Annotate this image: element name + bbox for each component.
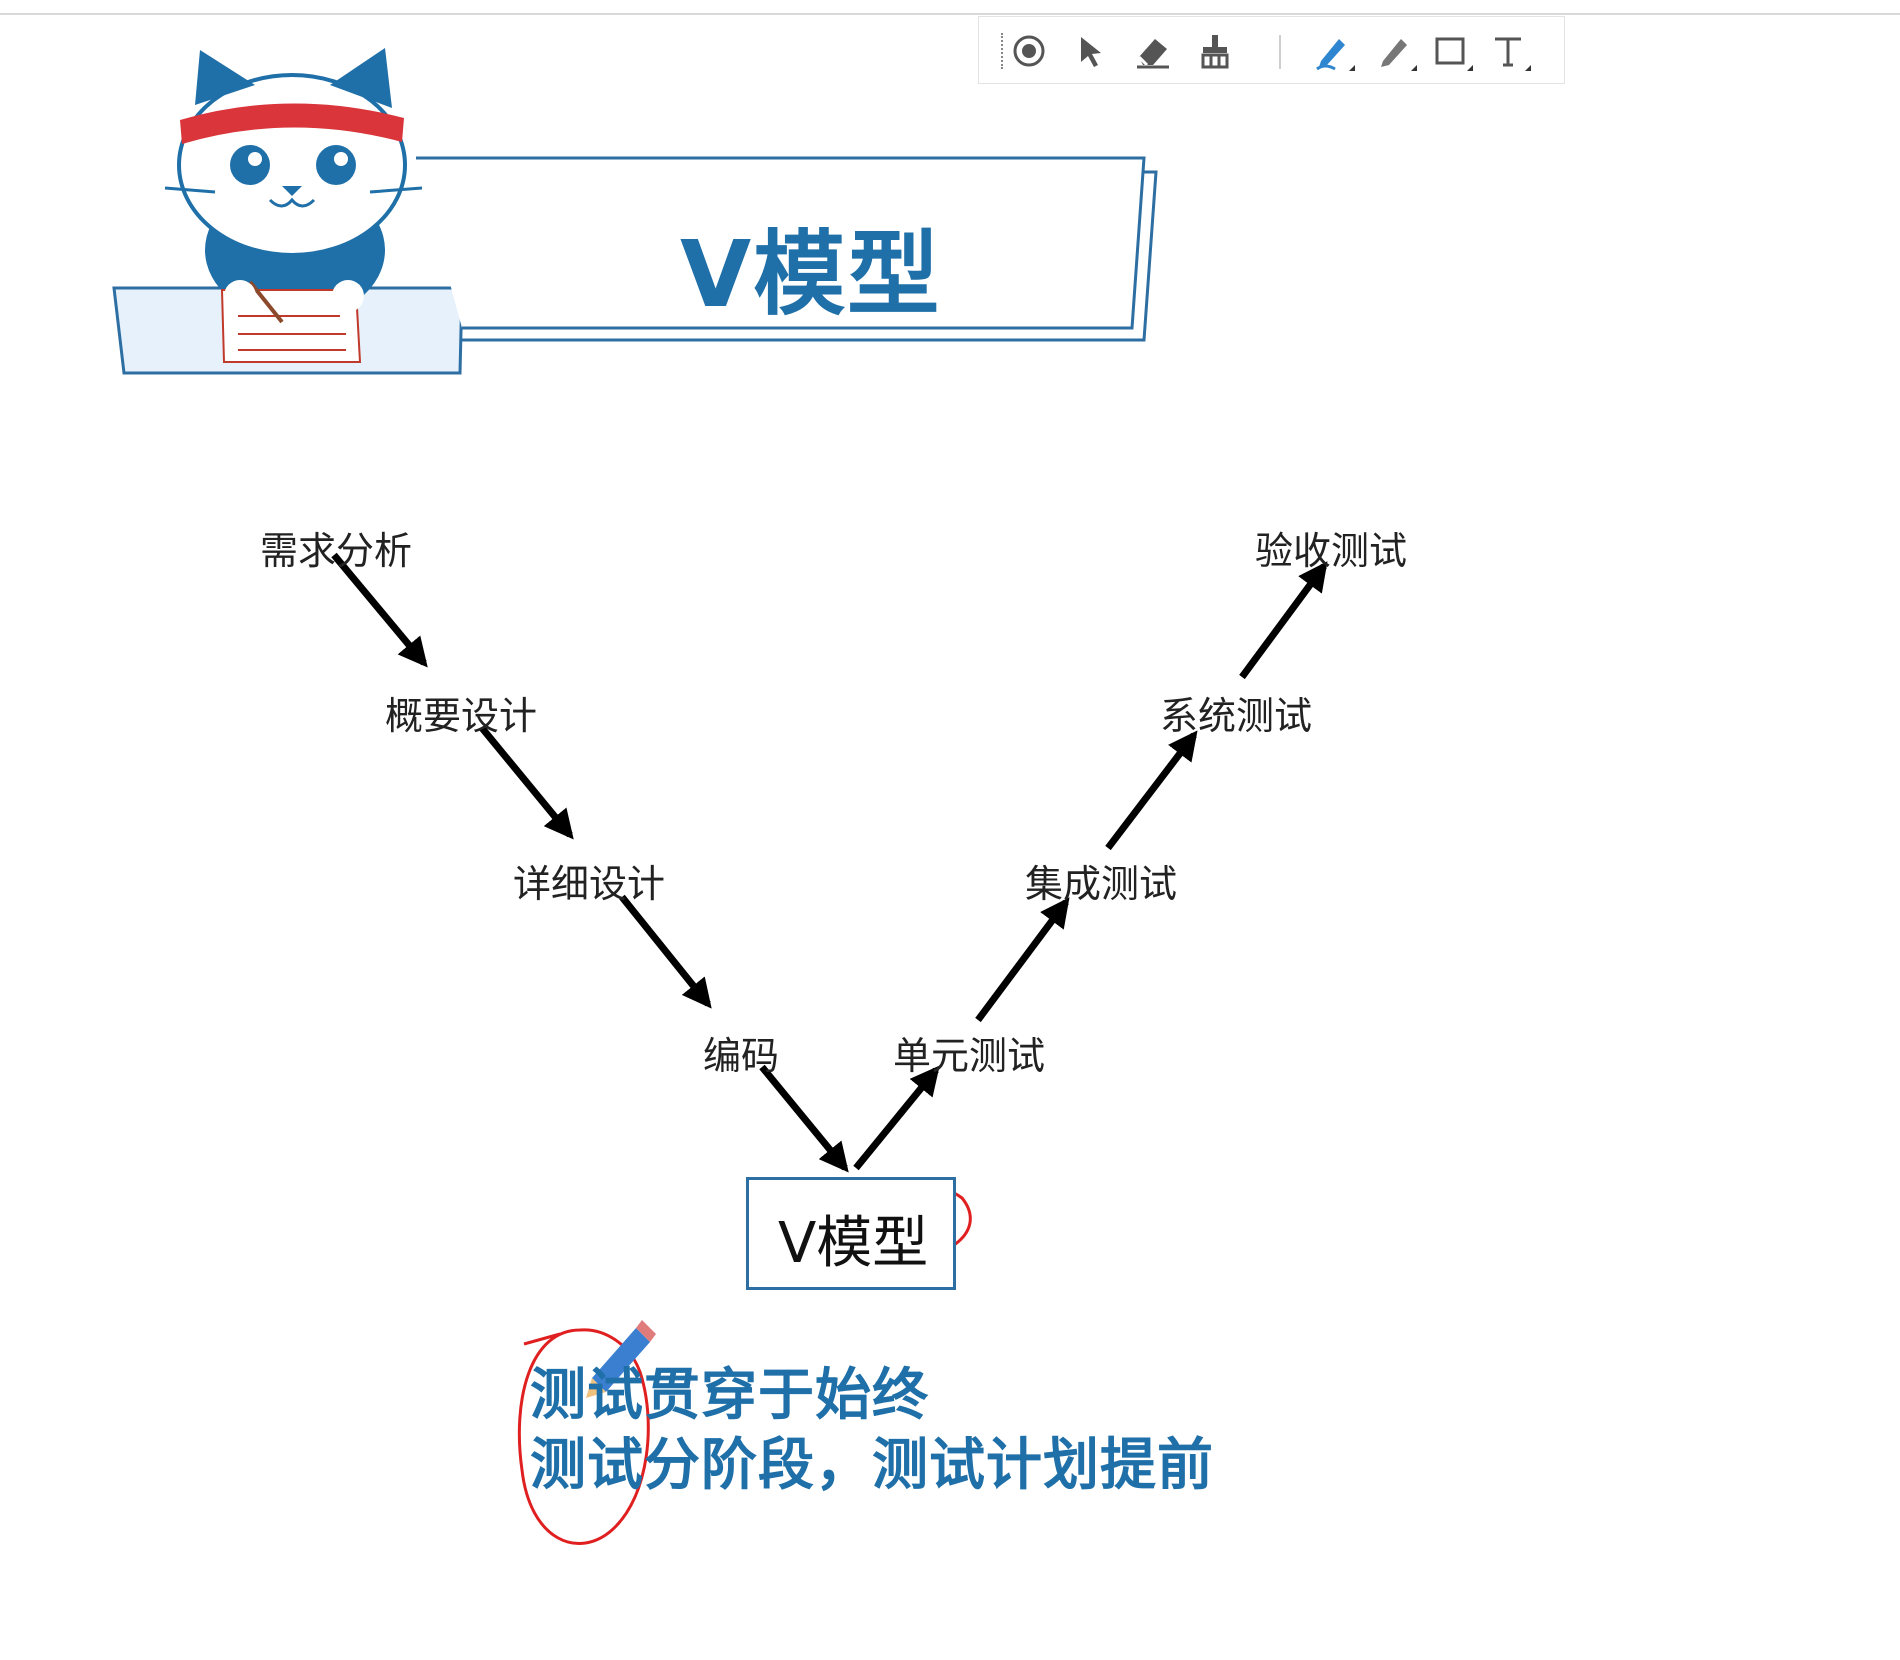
circle-mark-notes — [517, 1328, 650, 1545]
text-icon[interactable] — [1485, 27, 1533, 75]
arrow-outline-to-detail — [479, 725, 574, 840]
pen-icon[interactable] — [1309, 27, 1357, 75]
page-title: V模型 — [680, 221, 942, 328]
note-line-1: 测试贯穿于始终 — [530, 1363, 929, 1428]
toolbar-drag-handle[interactable] — [1001, 33, 1007, 69]
rectangle-icon[interactable] — [1427, 27, 1475, 75]
annotation-toolbar — [978, 16, 1565, 84]
pointer-icon[interactable] — [1067, 27, 1115, 75]
eraser-icon[interactable] — [1129, 27, 1177, 75]
highlighter-icon[interactable] — [1371, 27, 1419, 75]
stage-requirements-analysis: 需求分析 — [260, 529, 413, 573]
stroke-mark — [523, 1332, 561, 1346]
center-label: V模型 — [778, 1211, 929, 1276]
stage-outline-design: 概要设计 — [385, 694, 538, 738]
arrow-unit-to-integration — [975, 897, 1070, 1023]
top-divider — [0, 13, 1900, 15]
note-line-2: 测试分阶段，测试计划提前 — [530, 1433, 1214, 1498]
arrow-integration-to-system — [1105, 730, 1198, 851]
stage-detailed-design: 详细设计 — [513, 862, 666, 906]
stage-integration-testing: 集成测试 — [1025, 862, 1178, 906]
stage-system-testing: 系统测试 — [1160, 694, 1313, 738]
arrow-system-to-acceptance — [1239, 561, 1328, 680]
toolbar-separator — [1279, 35, 1281, 69]
mascot-illustration — [112, 48, 464, 375]
clear-icon[interactable] — [1191, 27, 1239, 75]
center-box — [746, 1177, 956, 1290]
stage-acceptance-testing: 验收测试 — [1255, 529, 1408, 573]
stage-coding: 编码 — [703, 1034, 780, 1078]
record-icon[interactable] — [1005, 27, 1053, 75]
pencil-cursor-icon — [586, 1320, 656, 1398]
arrow-requirements-to-outline — [331, 552, 428, 668]
arrow-coding-to-bottom — [759, 1064, 849, 1173]
stage-unit-testing: 单元测试 — [893, 1034, 1046, 1078]
title-banner — [416, 156, 1158, 342]
arrow-bottom-to-unit — [853, 1065, 940, 1171]
arrow-detail-to-coding — [619, 894, 712, 1009]
v-arrows — [331, 552, 1328, 1173]
